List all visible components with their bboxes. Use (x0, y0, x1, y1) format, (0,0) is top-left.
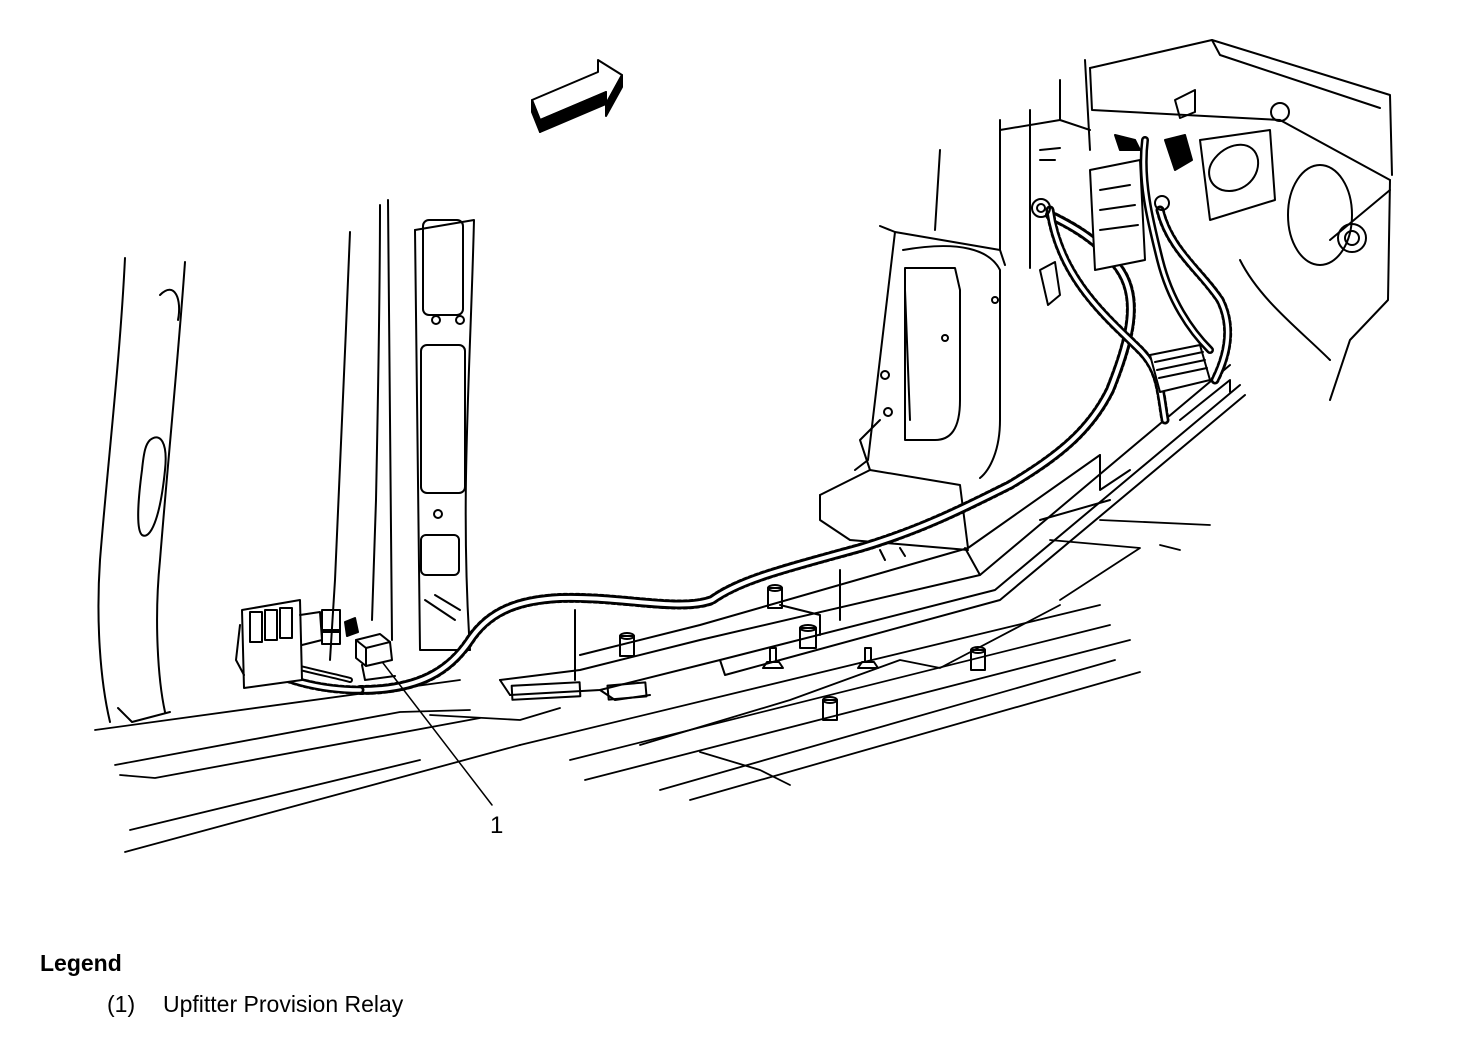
legend-item: (1) Upfitter Provision Relay (107, 991, 940, 1018)
callout-label-1: 1 (490, 812, 504, 839)
legend-title: Legend (40, 950, 122, 976)
harness-connector-block (235, 599, 359, 689)
callout-leader-line (382, 662, 493, 806)
b-pillar (97, 257, 186, 723)
upfitter-provision-relay (355, 633, 396, 681)
legend-item-label: Upfitter Provision Relay (163, 991, 404, 1017)
firewall-panel (1089, 39, 1393, 401)
floor-panel (94, 519, 1211, 853)
center-pillar (329, 199, 475, 661)
wiring-harness (355, 134, 1233, 695)
wiring-harness-illustration (94, 39, 1393, 853)
legend-item-number: (1) (107, 991, 136, 1017)
harness-channel (499, 364, 1246, 701)
vehicle-front-arrow-icon (531, 59, 623, 133)
legend: Legend (1) Upfitter Provision Relay (40, 950, 940, 1018)
inner-body-panel (854, 59, 1091, 479)
